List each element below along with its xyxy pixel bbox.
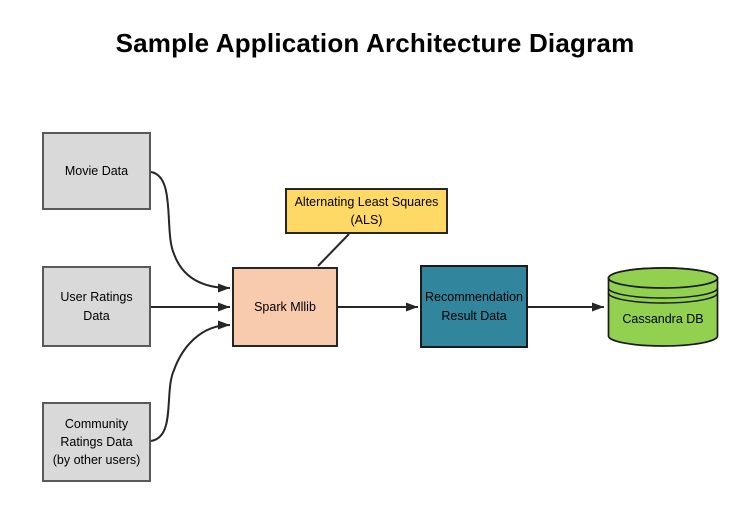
database-cylinder-icon	[607, 267, 719, 347]
node-movie-data-label: Movie Data	[64, 163, 129, 178]
node-movie-data: Movie Data	[42, 132, 151, 210]
node-spark-mllib-label: Spark Mllib	[254, 299, 316, 314]
edge-community-ratings-to-spark	[150, 320, 231, 442]
node-recommendation-result-data: Recommendation Result Data	[420, 265, 528, 348]
node-recommendation-result-data-label: Recommendation Result Data	[425, 290, 523, 323]
node-cassandra-db: Cassandra DB	[606, 266, 720, 348]
cylinder-seam-2	[607, 292, 719, 304]
node-community-ratings-data: Community Ratings Data (by other users)	[42, 402, 151, 482]
node-community-ratings-data-label: Community Ratings Data (by other users)	[52, 416, 141, 468]
cylinder-top-ellipse	[607, 267, 719, 289]
node-als: Alternating Least Squares (ALS)	[285, 188, 448, 234]
edge-als-to-spark	[317, 233, 350, 267]
cylinder-seam-1	[607, 287, 719, 299]
node-user-ratings-data: User Ratings Data	[42, 266, 151, 347]
node-spark-mllib: Spark Mllib	[232, 267, 338, 347]
node-als-label: Alternating Least Squares (ALS)	[294, 194, 439, 227]
node-cassandra-db-label: Cassandra DB	[622, 312, 704, 326]
node-user-ratings-data-label: User Ratings Data	[60, 290, 133, 323]
edge-movie-data-to-spark	[150, 171, 231, 293]
diagram-title: Sample Application Architecture Diagram	[115, 28, 635, 58]
